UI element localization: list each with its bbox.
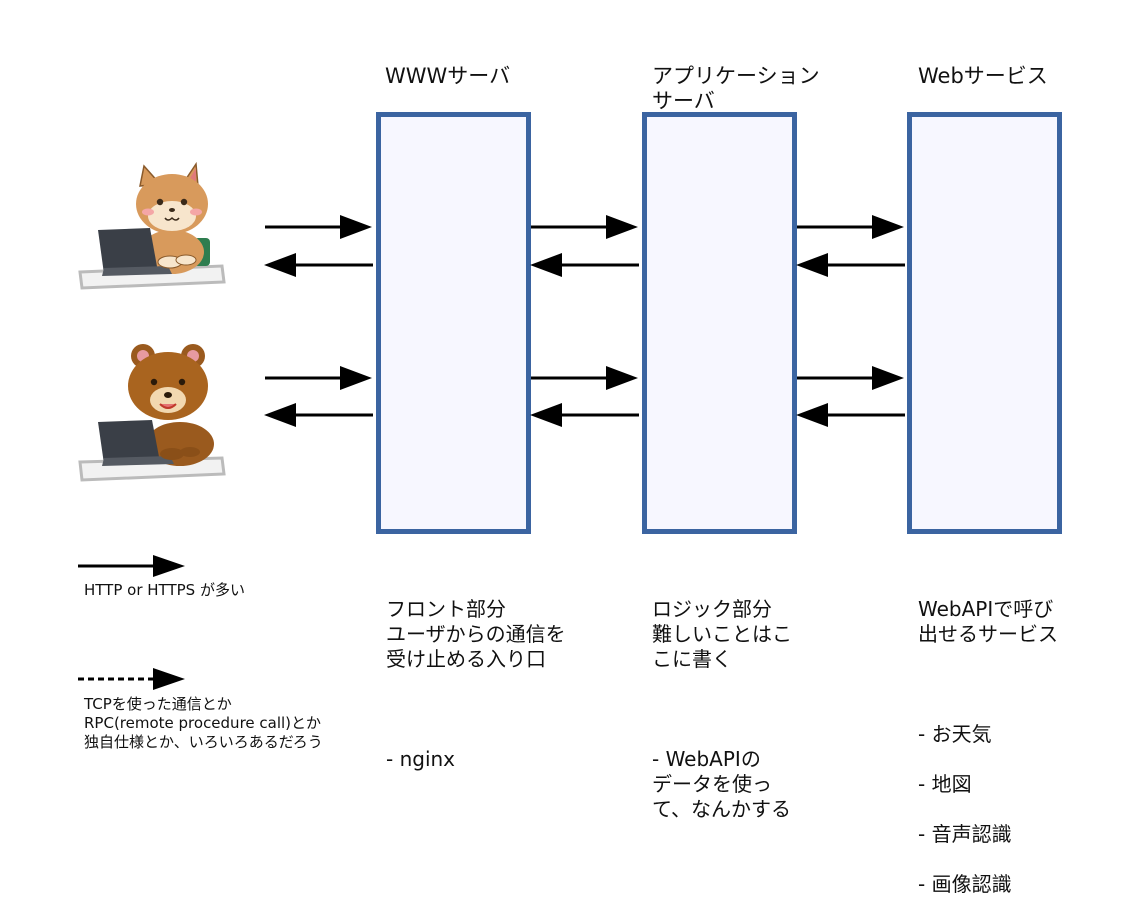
- arrow-user1-to-www: [265, 215, 372, 239]
- web-service-bullet-map: - 地図: [918, 772, 972, 796]
- web-service-bullet-weather: - お天気: [918, 722, 992, 746]
- bear-with-laptop: [78, 344, 226, 482]
- app-server-title: アプリケーション サーバ: [652, 64, 820, 113]
- arrow-www-to-user1: [264, 253, 373, 277]
- arrow-app-to-web-2: [797, 366, 904, 390]
- shiba-dog-with-laptop: [78, 161, 226, 290]
- legend-solid-arrow: [78, 555, 185, 577]
- app-server-bullet: - WebAPIの データを使っ て、なんかする: [652, 747, 791, 821]
- web-service-title: Webサービス: [918, 64, 1048, 88]
- arrow-web-to-app-2: [796, 403, 905, 427]
- app-server-box: [642, 112, 797, 534]
- arrow-user2-to-www: [265, 366, 372, 390]
- arrow-app-to-www-2: [530, 403, 639, 427]
- www-server-bullet: - nginx: [386, 747, 456, 771]
- arrow-www-to-user2: [264, 403, 373, 427]
- web-service-box: [907, 112, 1062, 534]
- arrow-web-to-app-1: [796, 253, 905, 277]
- www-server-title: WWWサーバ: [385, 64, 511, 88]
- www-server-description: フロント部分 ユーザからの通信を 受け止める入り口 - nginx: [386, 572, 566, 797]
- app-server-description: ロジック部分 難しいことはこ こに書く - WebAPIの データを使っ て、な…: [652, 572, 792, 847]
- app-server-desc-text: ロジック部分 難しいことはこ こに書く: [652, 597, 792, 671]
- arrow-www-to-app-2: [531, 366, 638, 390]
- arrow-www-to-app-1: [531, 215, 638, 239]
- www-server-box: [376, 112, 531, 534]
- arrow-app-to-web-1: [797, 215, 904, 239]
- web-service-bullet-image: - 画像認識: [918, 872, 1012, 896]
- legend-dashed-arrow: [78, 668, 185, 690]
- arrows-layer: [78, 215, 905, 690]
- web-service-bullet-speech: - 音声認識: [918, 822, 1012, 846]
- web-service-desc-text: WebAPIで呼び 出せるサービス: [918, 597, 1058, 646]
- web-service-description: WebAPIで呼び 出せるサービス - お天気 - 地図 - 音声認識 - 画像…: [918, 572, 1058, 922]
- arrow-app-to-www-1: [530, 253, 639, 277]
- www-server-desc-text: フロント部分 ユーザからの通信を 受け止める入り口: [386, 597, 566, 671]
- legend-solid-label: HTTP or HTTPS が多い: [84, 581, 245, 599]
- legend-dashed-label: TCPを使った通信とか RPC(remote procedure call)とか…: [84, 695, 323, 751]
